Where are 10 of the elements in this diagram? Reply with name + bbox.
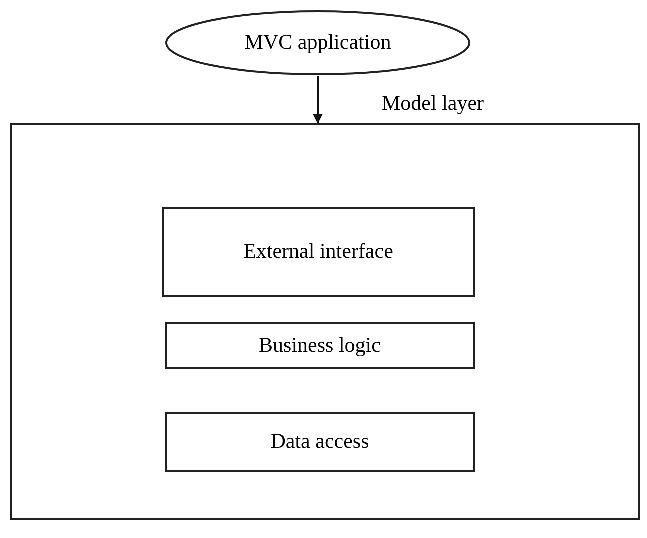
process-box bbox=[165, 322, 475, 369]
arrow bbox=[313, 76, 323, 124]
process-box bbox=[165, 412, 475, 472]
process-box bbox=[162, 207, 475, 297]
node-label: Business logic bbox=[259, 332, 381, 359]
node-label: MVC application bbox=[244, 29, 392, 56]
node-label: Data access bbox=[270, 428, 370, 456]
node-label: External interface bbox=[244, 238, 394, 266]
container-heading: Model layer bbox=[382, 90, 484, 117]
ellipse-node bbox=[165, 10, 471, 76]
